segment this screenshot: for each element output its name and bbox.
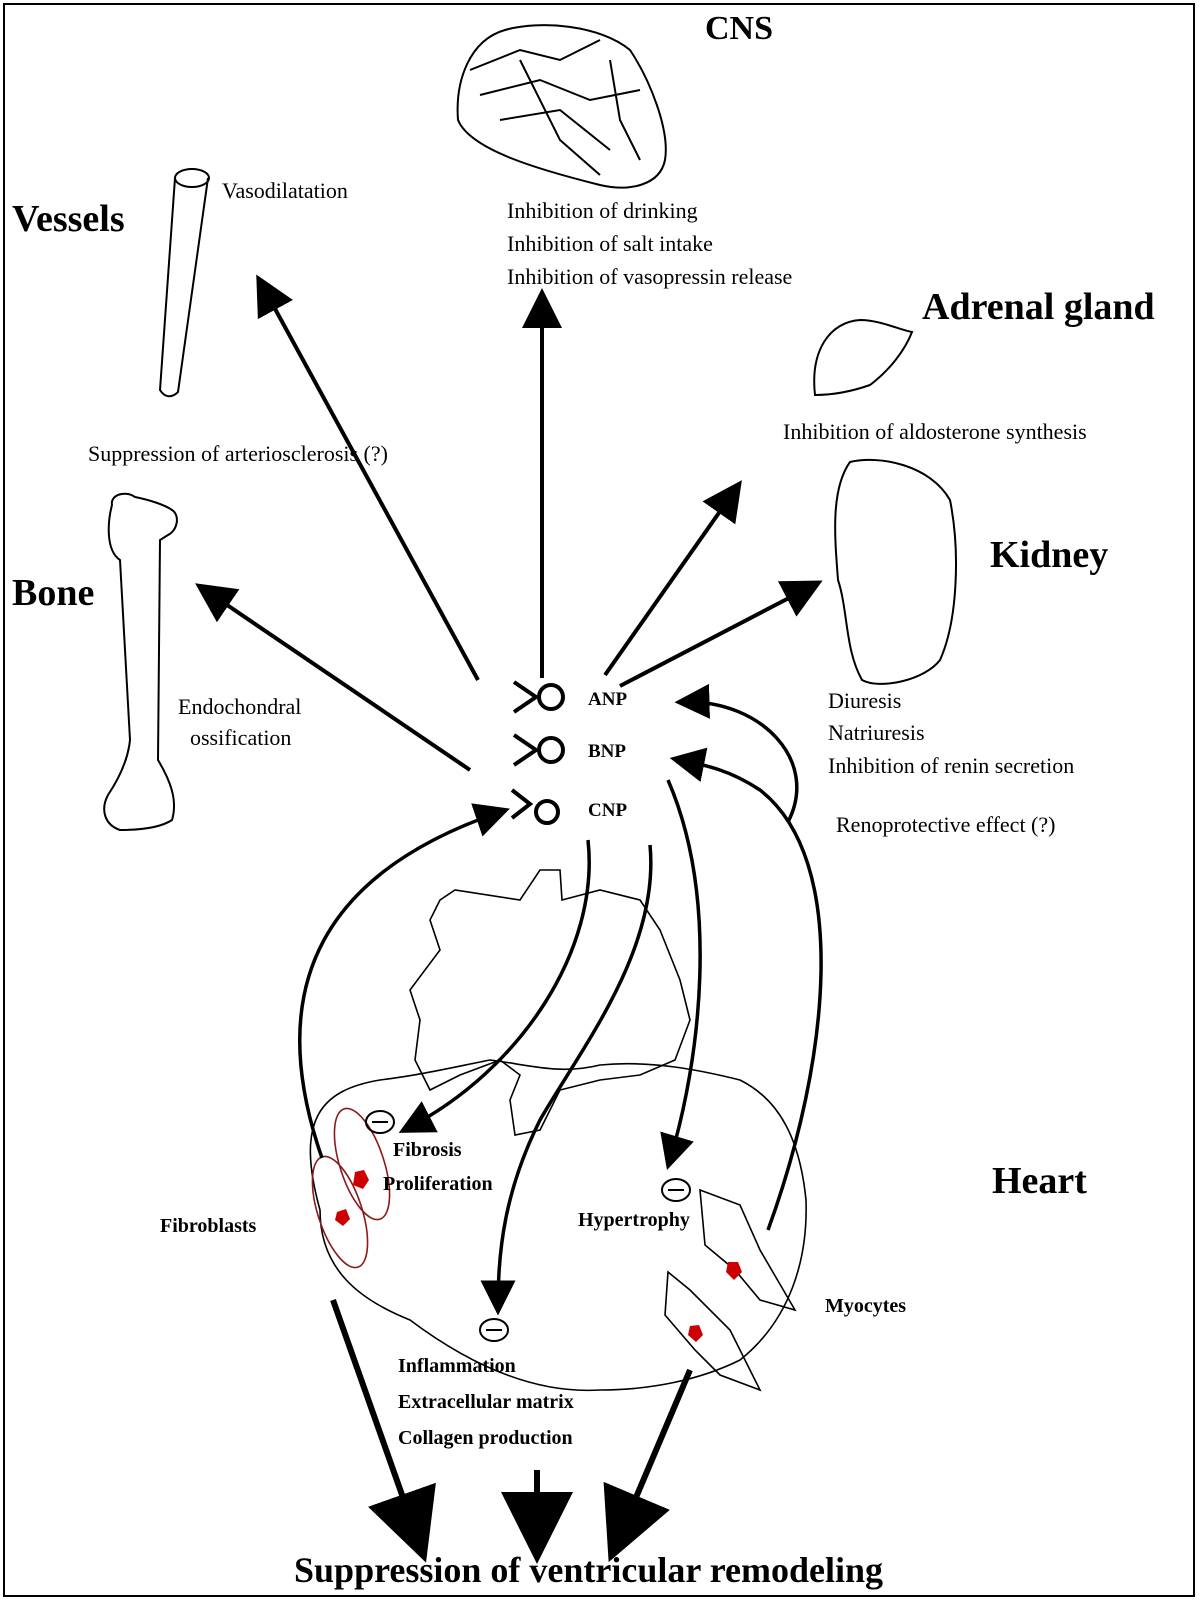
heart-hypertrophy-label: Hypertrophy bbox=[578, 1210, 690, 1230]
arrow-fibroblast-outcome bbox=[333, 1300, 418, 1540]
arrow-myocyte-to-bnp bbox=[680, 760, 821, 1230]
receptor-label-anp: ANP bbox=[588, 690, 627, 709]
heart-matrix-label: Extracellular matrix bbox=[398, 1392, 574, 1412]
bone-icon bbox=[104, 494, 177, 830]
bone-effect-label: Endochondral bbox=[178, 696, 301, 718]
heart-fibrosis-label: Fibrosis bbox=[393, 1140, 462, 1160]
organ-label-cns: CNS bbox=[705, 12, 773, 46]
organ-label-kidney: Kidney bbox=[990, 536, 1108, 574]
receptor-anp-icon bbox=[514, 682, 563, 712]
myocyte-nucleus-icon bbox=[726, 1262, 742, 1280]
heart-outline bbox=[310, 870, 806, 1390]
vessel-icon bbox=[160, 169, 209, 396]
kidney-effect-label: Natriuresis bbox=[828, 722, 925, 744]
receptor-bnp-icon bbox=[514, 735, 563, 765]
organ-label-bone: Bone bbox=[12, 574, 94, 612]
adrenal-gland-icon bbox=[814, 320, 912, 395]
organ-label-vessels: Vessels bbox=[12, 200, 125, 238]
cns-effect-label: Inhibition of salt intake bbox=[507, 233, 713, 255]
kidney-effect-label: Inhibition of renin secretion bbox=[828, 755, 1074, 777]
vessels-secondary-effect-label: Suppression of arteriosclerosis (?) bbox=[88, 443, 388, 465]
myocyte-nucleus-icon bbox=[688, 1325, 703, 1342]
heart-proliferation-label: Proliferation bbox=[383, 1174, 493, 1194]
cns-effect-label: Inhibition of drinking bbox=[507, 200, 698, 222]
heart-fibroblasts-label: Fibroblasts bbox=[160, 1216, 256, 1236]
bone-effect-label: ossification bbox=[190, 727, 291, 749]
organ-label-heart: Heart bbox=[992, 1162, 1087, 1200]
cns-effect-label: Inhibition of vasopressin release bbox=[507, 266, 792, 288]
arrow-cnp-to-matrix bbox=[498, 845, 651, 1305]
heart-myocytes-label: Myocytes bbox=[825, 1296, 906, 1316]
arrow-to-kidney bbox=[620, 586, 812, 686]
arrow-fibroblast-to-cnp bbox=[300, 812, 500, 1158]
outcome-label: Suppression of ventricular remodeling bbox=[294, 1552, 883, 1588]
kidney-effect-label: Diuresis bbox=[828, 690, 901, 712]
kidney-secondary-effect-label: Renoprotective effect (?) bbox=[836, 814, 1055, 836]
inhibit-symbol-icon bbox=[662, 1179, 690, 1201]
fibroblast-nucleus-icon bbox=[353, 1170, 369, 1189]
fibroblast-nucleus-icon bbox=[335, 1209, 350, 1226]
brain-icon bbox=[458, 25, 666, 187]
arrow-to-adrenal bbox=[605, 490, 735, 675]
receptor-cnp-icon bbox=[512, 790, 558, 823]
receptor-label-cnp: CNP bbox=[588, 801, 627, 820]
inhibit-symbol-icon bbox=[480, 1319, 508, 1341]
arrow-to-vessels bbox=[262, 285, 478, 680]
organ-label-adrenal: Adrenal gland bbox=[922, 288, 1155, 326]
adrenal-effect-label: Inhibition of aldosterone synthesis bbox=[783, 421, 1087, 443]
kidney-icon bbox=[835, 460, 956, 684]
heart-matrix-label: Collagen production bbox=[398, 1428, 573, 1448]
arrow-myocyte-to-anp bbox=[685, 702, 797, 822]
receptor-label-bnp: BNP bbox=[588, 742, 626, 761]
vessels-effect-label: Vasodilatation bbox=[222, 180, 348, 202]
arrow-bnp-to-hypertrophy bbox=[668, 780, 700, 1160]
heart-matrix-label: Inflammation bbox=[398, 1356, 516, 1376]
arrow-myocyte-outcome bbox=[618, 1370, 690, 1540]
inhibit-symbol-icon bbox=[366, 1111, 394, 1133]
